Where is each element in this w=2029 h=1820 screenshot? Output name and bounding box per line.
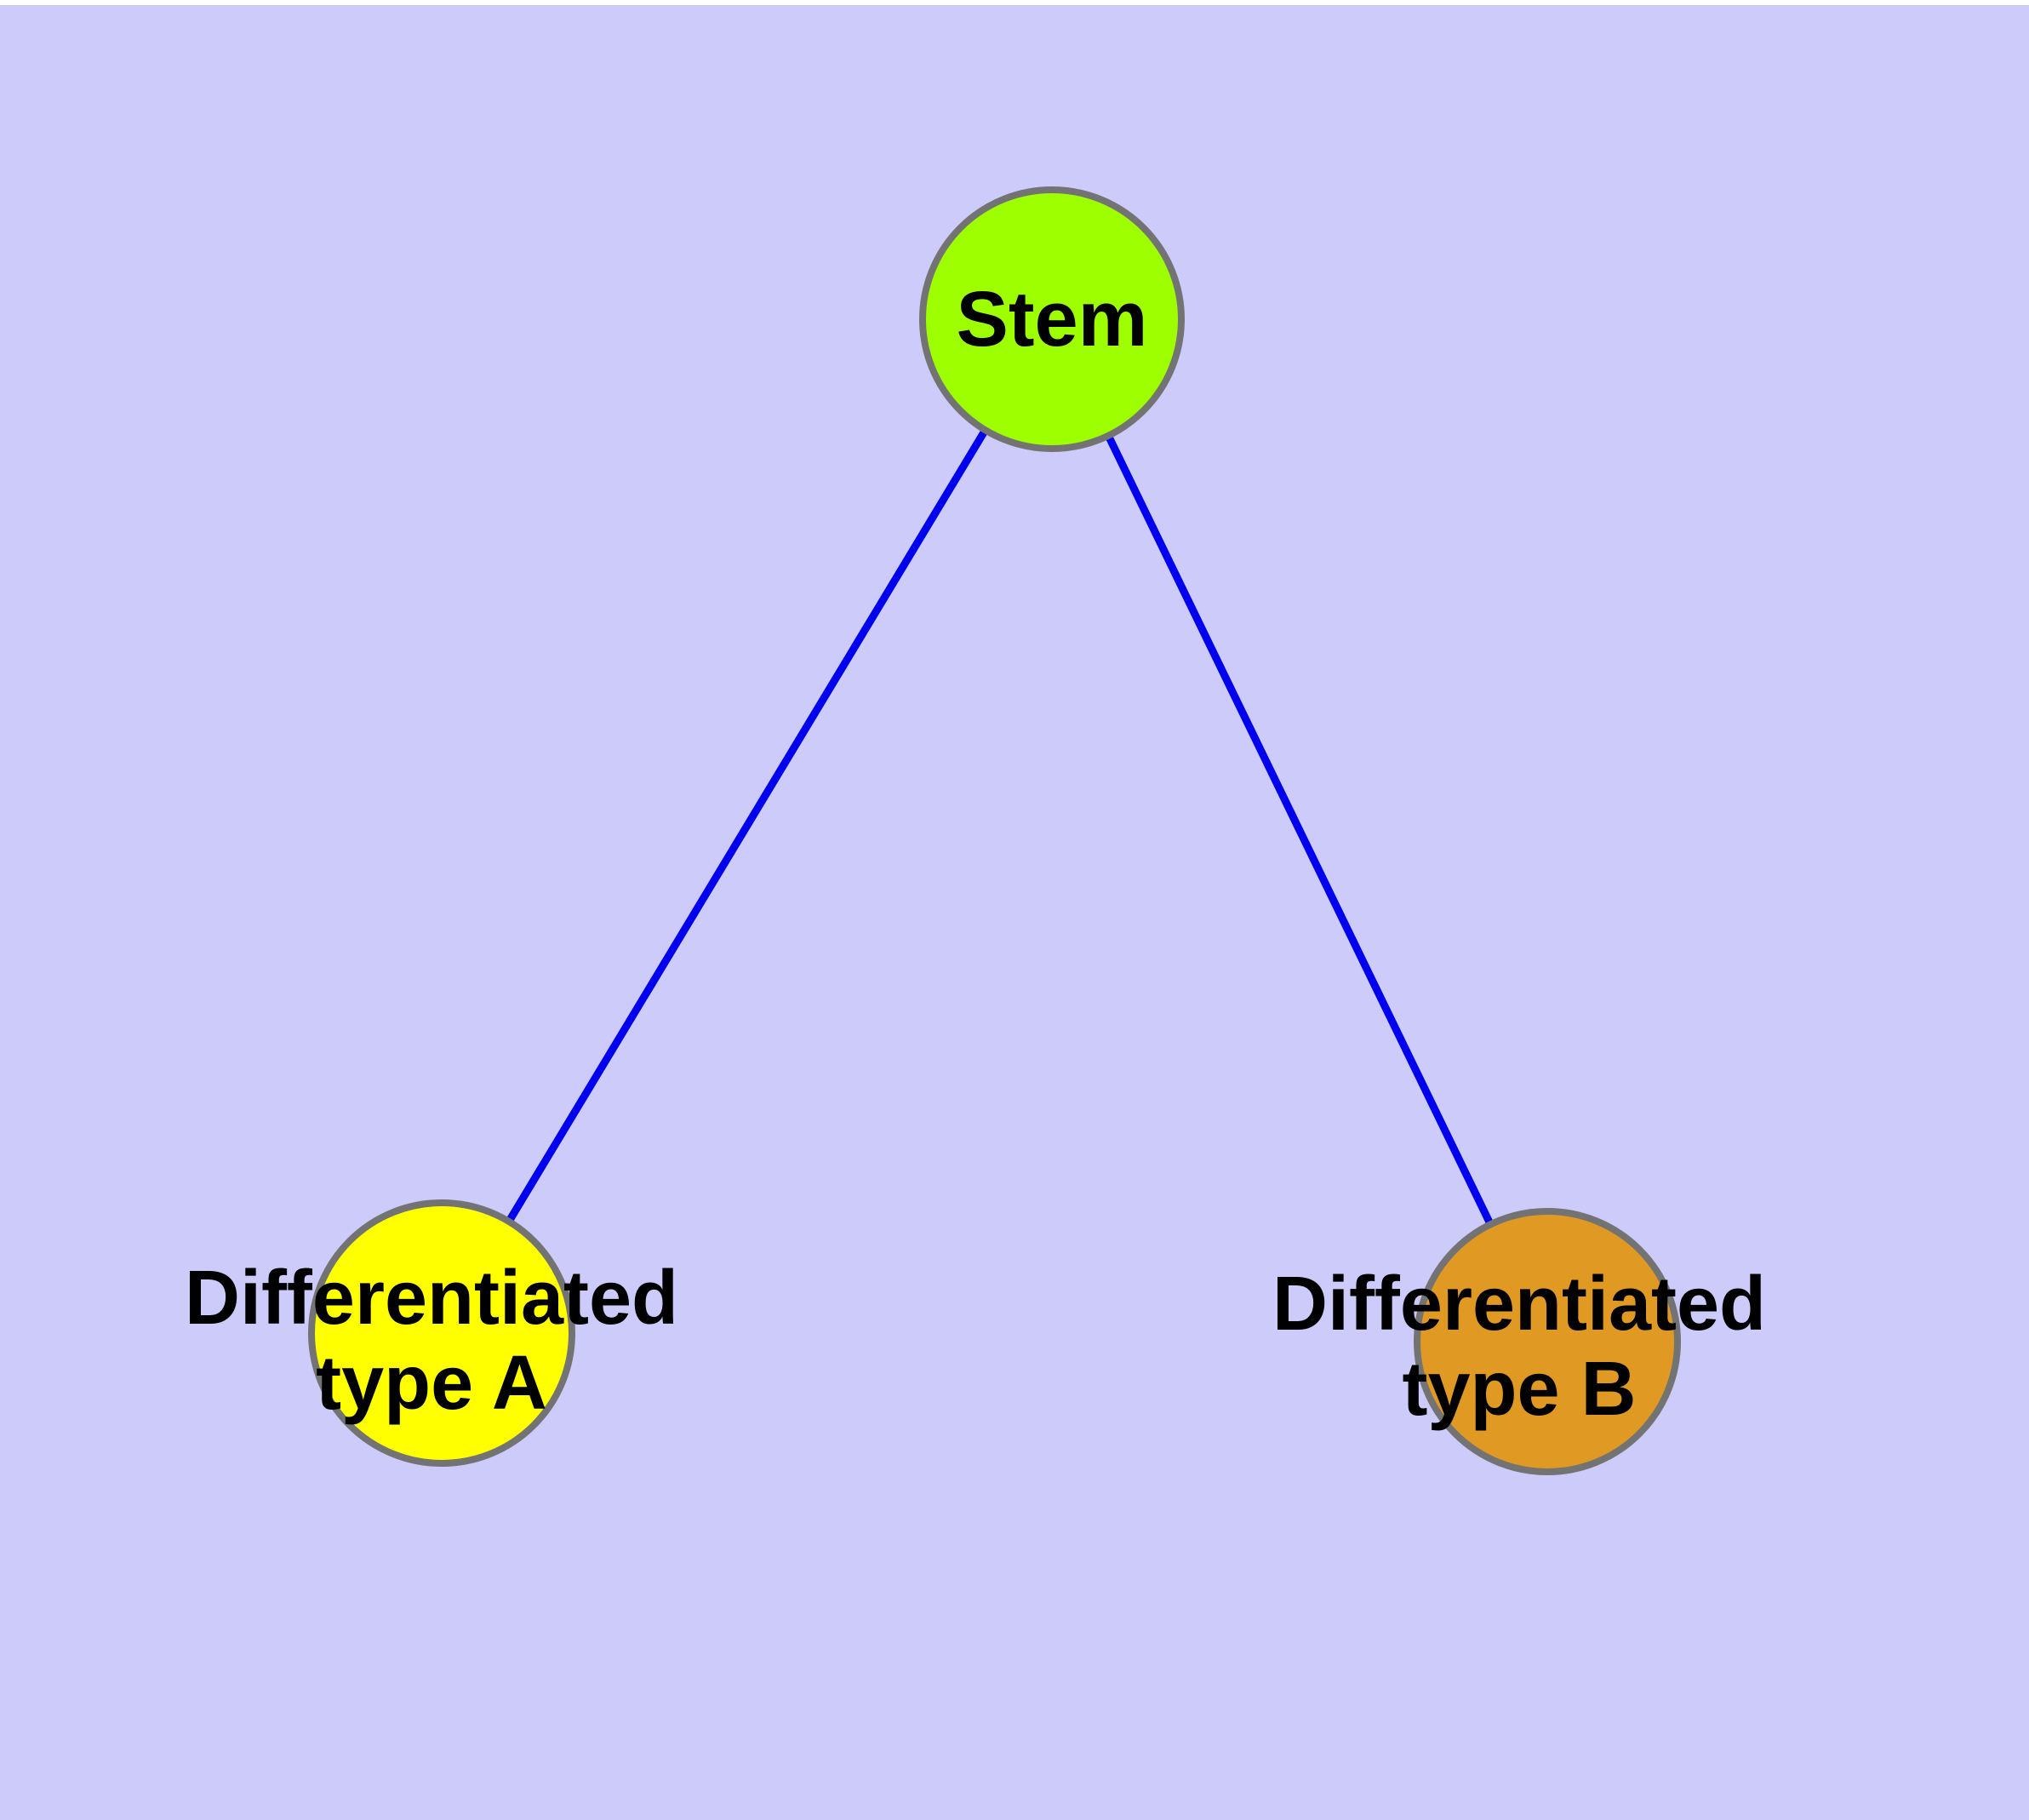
edge-stem-to-differentiated-type-b[interactable] [1048, 318, 1552, 1343]
node-stem[interactable] [919, 186, 1185, 452]
edges-layer [438, 317, 1552, 1343]
edge-stem-to-differentiated-type-a[interactable] [438, 317, 1055, 1336]
nodes-layer [308, 186, 1681, 1475]
node-label-differentiated-type-b-line1: Differentiated [1272, 1262, 1766, 1347]
node-label-differentiated-type-a-line1: Differentiated [185, 1256, 678, 1341]
node-differentiated-type-b[interactable] [1414, 1208, 1681, 1475]
node-label-stem: Stem [957, 276, 1148, 363]
node-label-differentiated-type-a-line2: type A [316, 1341, 547, 1426]
labels-layer: Stem Differentiated type A Differentiate… [185, 276, 1766, 1432]
node-differentiated-type-a[interactable] [308, 1199, 575, 1467]
node-label-differentiated-type-b-line2: type B [1402, 1347, 1636, 1432]
